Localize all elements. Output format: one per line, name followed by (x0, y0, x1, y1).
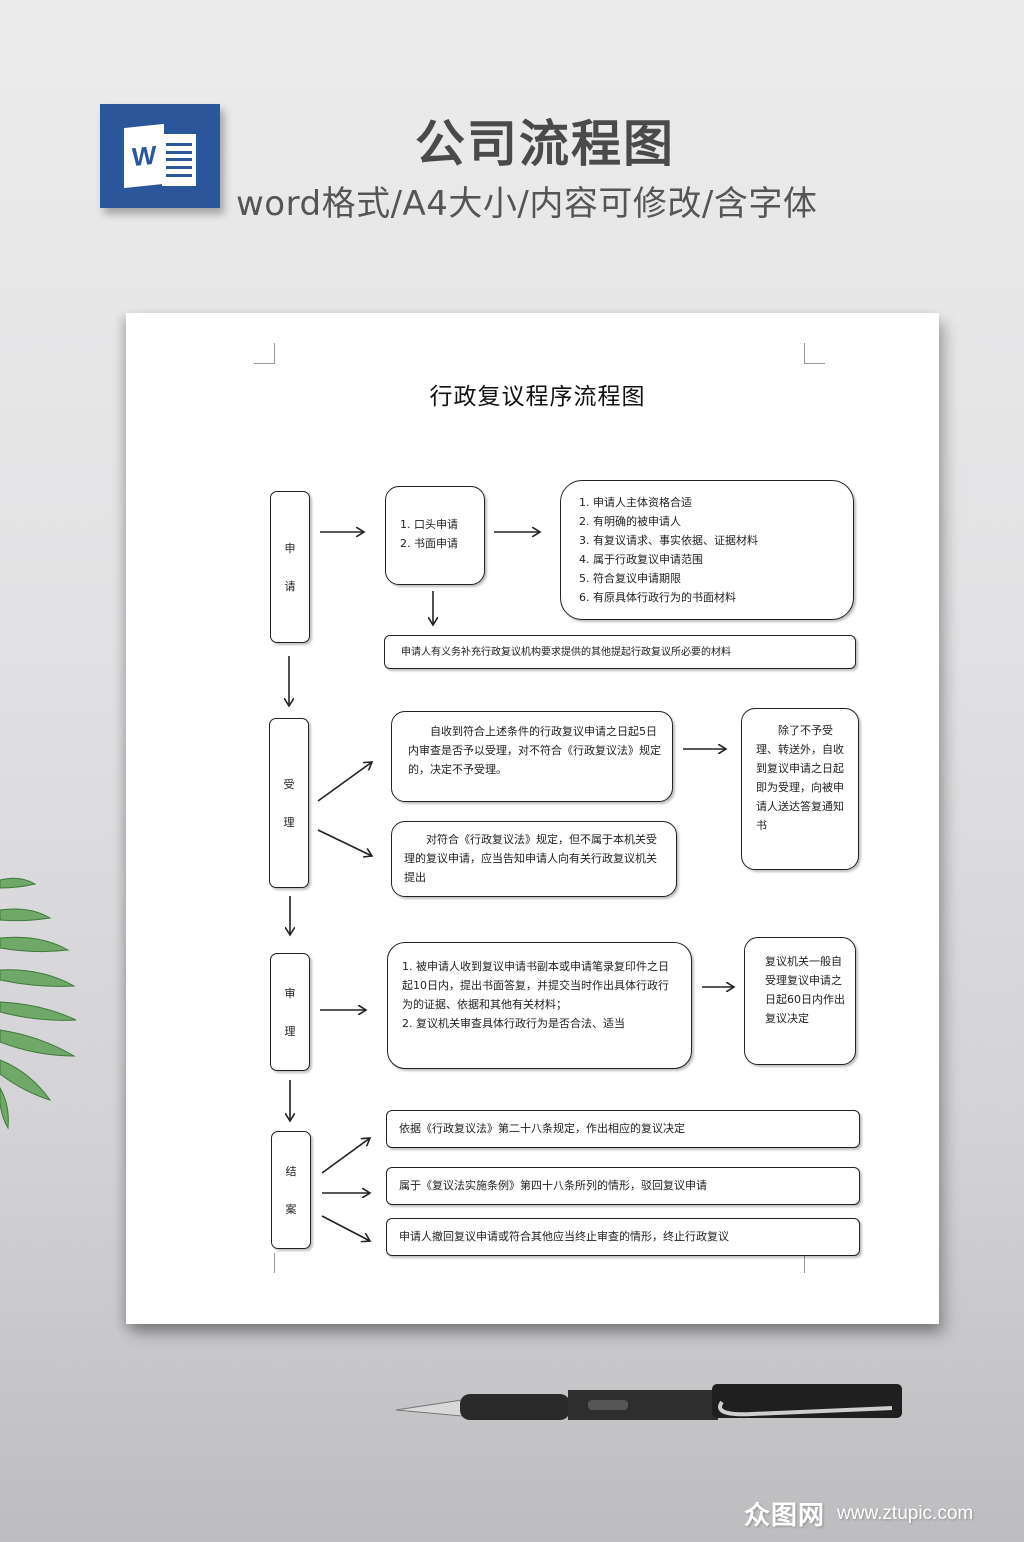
accept-review-box: 自收到符合上述条件的行政复议申请之日起5日内审查是否予以受理，对不符合《行政复议… (391, 711, 673, 802)
arrow-up-right-icon (317, 762, 372, 802)
stage-char: 请 (284, 580, 296, 593)
stage-char: 受 (283, 778, 295, 791)
stage-accept: 受 理 (269, 718, 309, 888)
watermark-url[interactable]: www.ztupic.com (837, 1502, 974, 1524)
accept-transfer-box: 对符合《行政复议法》规定，但不属于本机关受理的复议申请，应当告知申请人向有关行政… (391, 821, 677, 897)
close-outcome-decision: 依据《行政复议法》第二十八条规定，作出相应的复议决定 (386, 1110, 860, 1148)
watermark: 众图网 www.ztupic.com (744, 1495, 973, 1532)
stage-char: 申 (284, 542, 296, 555)
stage-review: 审 理 (270, 953, 310, 1071)
close-outcome-reject: 属于《复议法实施条例》第四十八条所列的情形，驳回复议申请 (386, 1167, 860, 1205)
review-process-box: 1. 被申请人收到复议申请书副本或申请笔录复印件之日起10日内，提出书面答复，并… (387, 942, 692, 1069)
stage-apply: 申 请 (270, 491, 310, 643)
stage-char: 案 (285, 1203, 297, 1216)
margin-mark-bottom-right (804, 1253, 805, 1273)
document-lines-icon (162, 134, 196, 186)
stage-close: 结 案 (271, 1131, 311, 1249)
arrow-up-right-icon (321, 1138, 370, 1174)
stage-char: 理 (284, 1025, 296, 1038)
apply-methods-box: 1. 口头申请 2. 书面申请 (385, 486, 485, 585)
apply-supplement-box: 申请人有义务补充行政复议机构要求提供的其他提起行政复议所必要的材料 (384, 635, 856, 669)
fountain-pen-decoration (395, 1384, 902, 1420)
word-app-icon: W (100, 104, 220, 208)
review-deadline-box: 复议机关一般自受理复议申请之日起60日内作出复议决定 (744, 937, 856, 1065)
close-outcome-terminate: 申请人撤回复议申请或符合其他应当终止审查的情形，终止行政复议 (386, 1218, 860, 1256)
page-title: 公司流程图 (415, 115, 675, 173)
watermark-brand: 众图网 (744, 1501, 826, 1531)
stage-char: 审 (284, 987, 296, 1000)
document-page: 行政复议程序流程图 申 请 受 理 审 理 结 案 1. 口头申请 2. 书面申… (126, 313, 939, 1324)
document-title: 行政复议程序流程图 (429, 384, 646, 410)
margin-mark-top-right (804, 343, 825, 364)
margin-mark-bottom-left (274, 1253, 275, 1273)
stage-char: 理 (283, 816, 295, 829)
margin-mark-top-left (254, 343, 275, 364)
palm-leaf-decoration (0, 877, 77, 1130)
page-subtitle: word格式/A4大小/内容可修改/含字体 (236, 184, 818, 224)
apply-conditions-box: 1. 申请人主体资格合适 2. 有明确的被申请人 3. 有复议请求、事实依据、证… (560, 480, 854, 620)
stage-char: 结 (285, 1165, 297, 1178)
arrow-down-right-icon (321, 1215, 370, 1241)
accept-other-box: 除了不予受理、转送外，自收到复议申请之日起即为受理，向被申请人送达答复通知书 (741, 708, 859, 870)
arrow-down-right-icon (317, 829, 372, 856)
